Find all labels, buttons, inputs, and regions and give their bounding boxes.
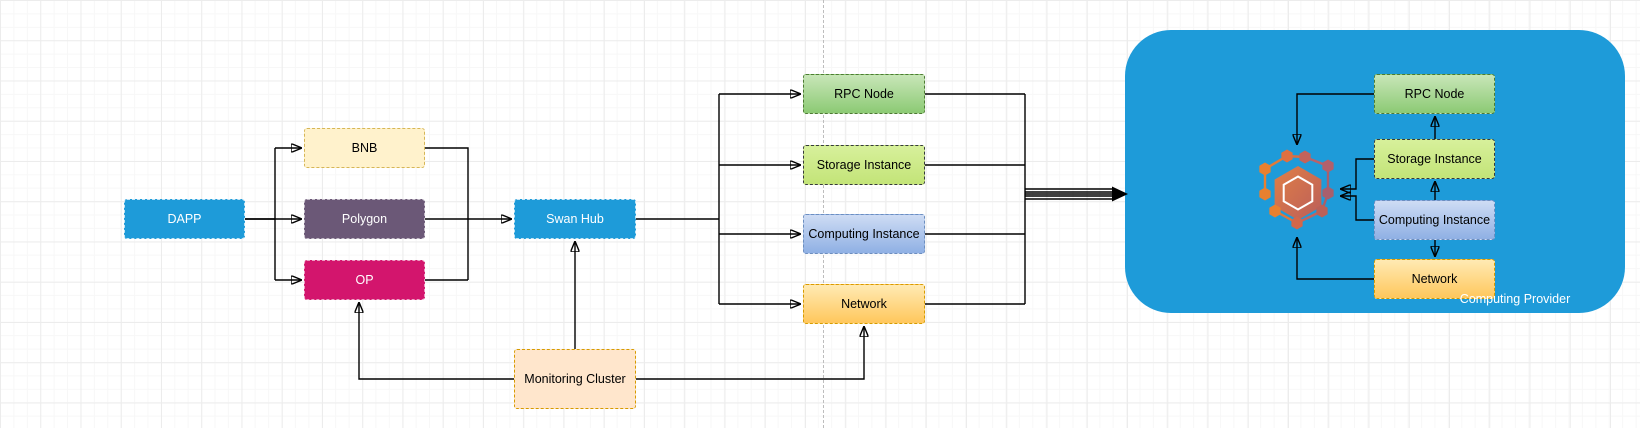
- node-swan-hub[interactable]: Swan Hub: [514, 199, 636, 239]
- node-bnb[interactable]: BNB: [304, 128, 425, 168]
- node-polygon[interactable]: Polygon: [304, 199, 425, 239]
- provider-node-storage-instance[interactable]: Storage Instance: [1374, 139, 1495, 179]
- edge-services-to-provider: [925, 93, 1128, 305]
- node-storage-instance[interactable]: Storage Instance: [803, 145, 925, 185]
- provider-node-rpc-node[interactable]: RPC Node: [1374, 74, 1495, 114]
- node-rpc-node[interactable]: RPC Node: [803, 74, 925, 114]
- node-monitoring-cluster[interactable]: Monitoring Cluster: [514, 349, 636, 409]
- hexagon-molecule-icon[interactable]: [1248, 143, 1348, 243]
- computing-provider-label: Computing Provider: [1459, 292, 1571, 306]
- node-op[interactable]: OP: [304, 260, 425, 300]
- node-computing-instance[interactable]: Computing Instance: [803, 214, 925, 254]
- node-network[interactable]: Network: [803, 284, 925, 324]
- node-dapp[interactable]: DAPP: [124, 199, 245, 239]
- provider-node-network[interactable]: Network: [1374, 259, 1495, 299]
- edge-swanhub-to-services: [636, 94, 800, 304]
- edge-dapp-to-chains: [245, 148, 301, 280]
- edge-chains-to-swanhub: [424, 147, 511, 281]
- provider-node-computing-instance[interactable]: Computing Instance: [1374, 200, 1495, 240]
